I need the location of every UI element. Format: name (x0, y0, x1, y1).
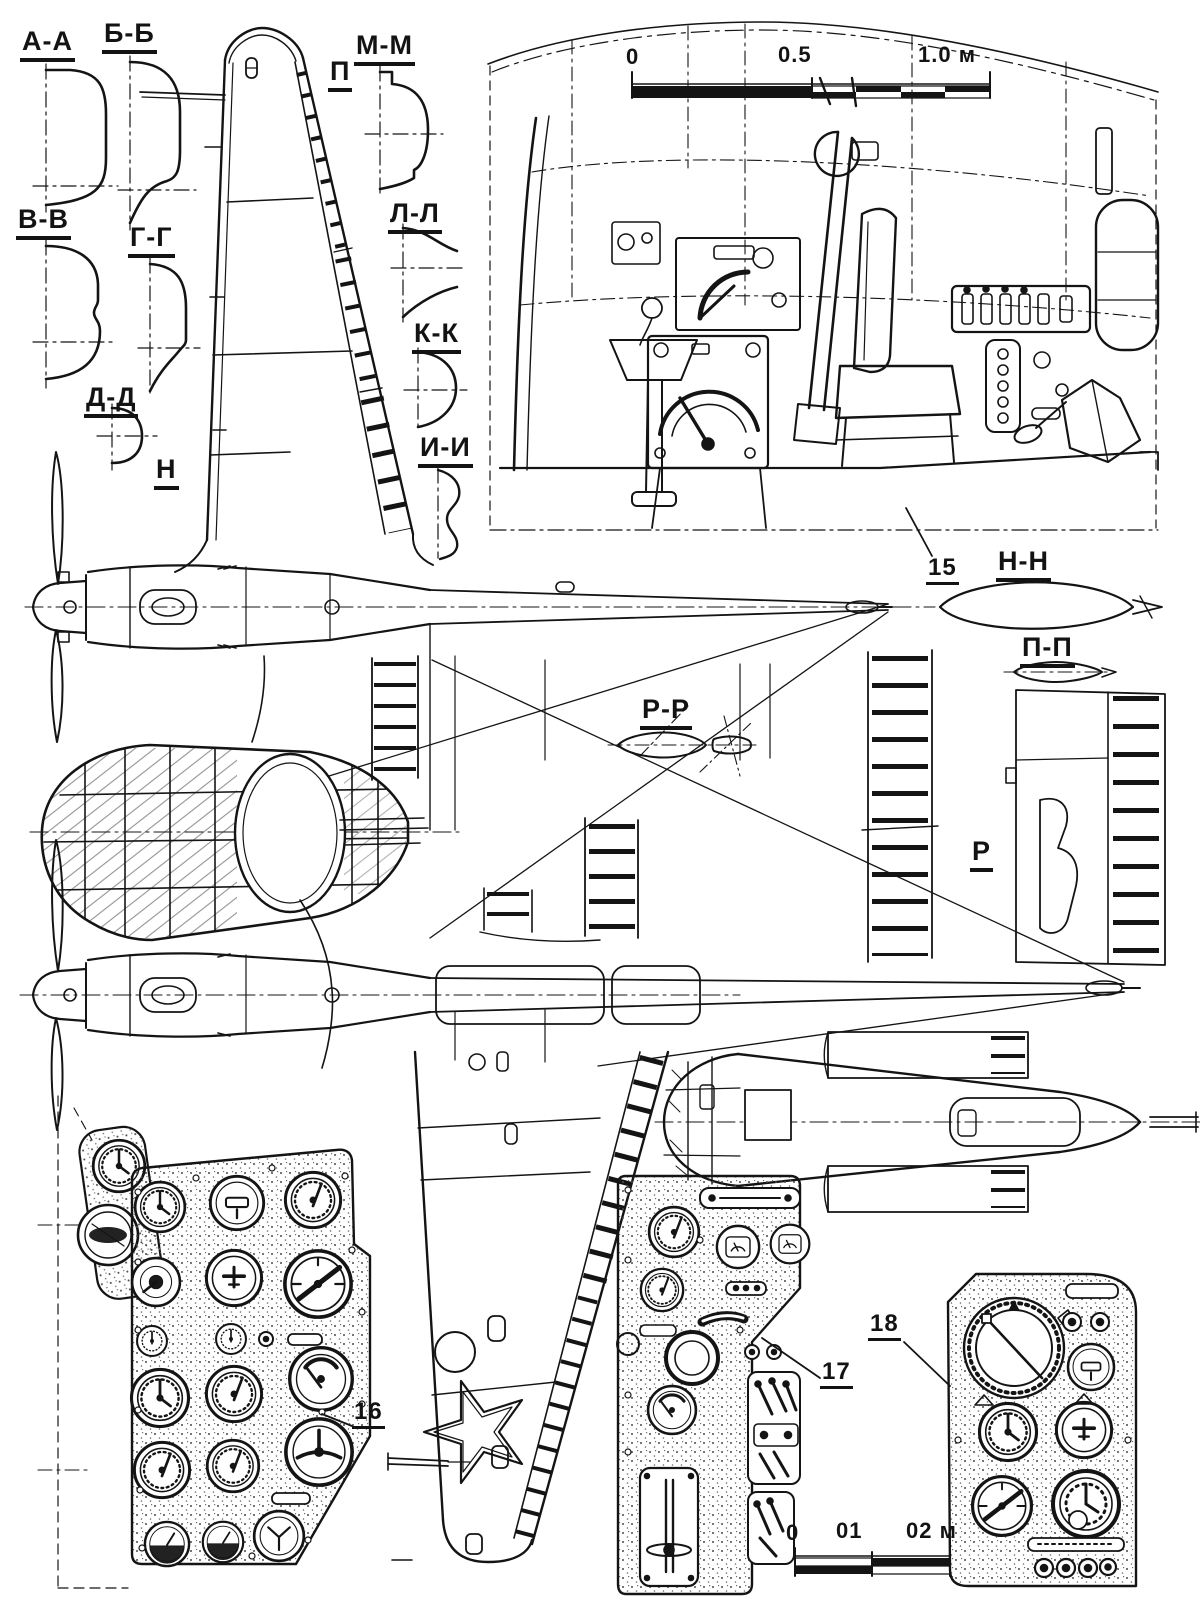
airfoil-section-p-p (1003, 661, 1117, 683)
section-view-b-b (117, 55, 197, 231)
airfoil-section-r-r (607, 715, 757, 777)
plan-view-lower-underside (19, 839, 1141, 1131)
plan-view-upper-nacelle (24, 451, 936, 743)
section-label-p: П (328, 58, 353, 92)
section-view-a-a (32, 63, 119, 213)
section-view-i-i (436, 467, 461, 561)
scale-bar-bottom (794, 1547, 951, 1577)
section-label-n-n: Н-Н (996, 548, 1051, 582)
instrument-panel-17 (616, 1174, 821, 1596)
scale-bottom-two: 02 м (906, 1518, 957, 1543)
section-label-r-r: Р-Р (640, 696, 693, 730)
callout-18: 18 (868, 1312, 901, 1341)
section-view-v-v (32, 239, 113, 389)
section-label-b-b: Б-Б (102, 20, 157, 54)
cockpit-interior-cutaway (487, 21, 1160, 531)
section-label-d-d: Д-Д (84, 384, 139, 418)
glazed-nose-plan-view (29, 655, 461, 1069)
scale-top-zero: 0 (626, 44, 640, 69)
section-view-m-m (364, 65, 444, 197)
wing-plan-structure (289, 603, 1166, 1067)
section-label-k-k: К-К (412, 320, 461, 354)
fin-side-view-with-star (387, 1050, 670, 1564)
callout-leader-15 (905, 507, 933, 557)
section-view-g-g (137, 257, 201, 399)
scale-bottom-zero: 0 (786, 1520, 800, 1545)
section-label-a-a: А-А (20, 28, 75, 62)
section-label-n: Н (154, 456, 179, 490)
section-label-i-i: И-И (418, 434, 473, 468)
scale-top-one: 1.0 м (918, 42, 976, 67)
callout-17: 17 (820, 1360, 853, 1389)
section-label-g-g: Г-Г (128, 224, 175, 258)
callout-15: 15 (926, 556, 959, 585)
section-view-l-l (390, 223, 464, 323)
section-label-r: Р (970, 838, 994, 872)
section-label-v-v: В-В (16, 206, 71, 240)
vertical-fin-front-view (139, 26, 434, 573)
instrument-panel-16 (76, 1125, 372, 1568)
scale-bottom-one: 01 (836, 1518, 863, 1543)
section-label-p-p: П-П (1020, 634, 1075, 668)
callout-16: 16 (352, 1400, 385, 1429)
scale-top-half: 0.5 (778, 42, 812, 67)
rear-fuselage-bottom-view (654, 1031, 1200, 1213)
section-view-k-k (403, 347, 468, 433)
airfoil-section-n-n (938, 581, 1163, 630)
scale-bar-top (631, 71, 991, 99)
instrument-panel-18 (903, 1272, 1138, 1588)
section-label-l-l: Л-Л (388, 200, 442, 234)
section-label-m-m: М-М (354, 32, 415, 66)
